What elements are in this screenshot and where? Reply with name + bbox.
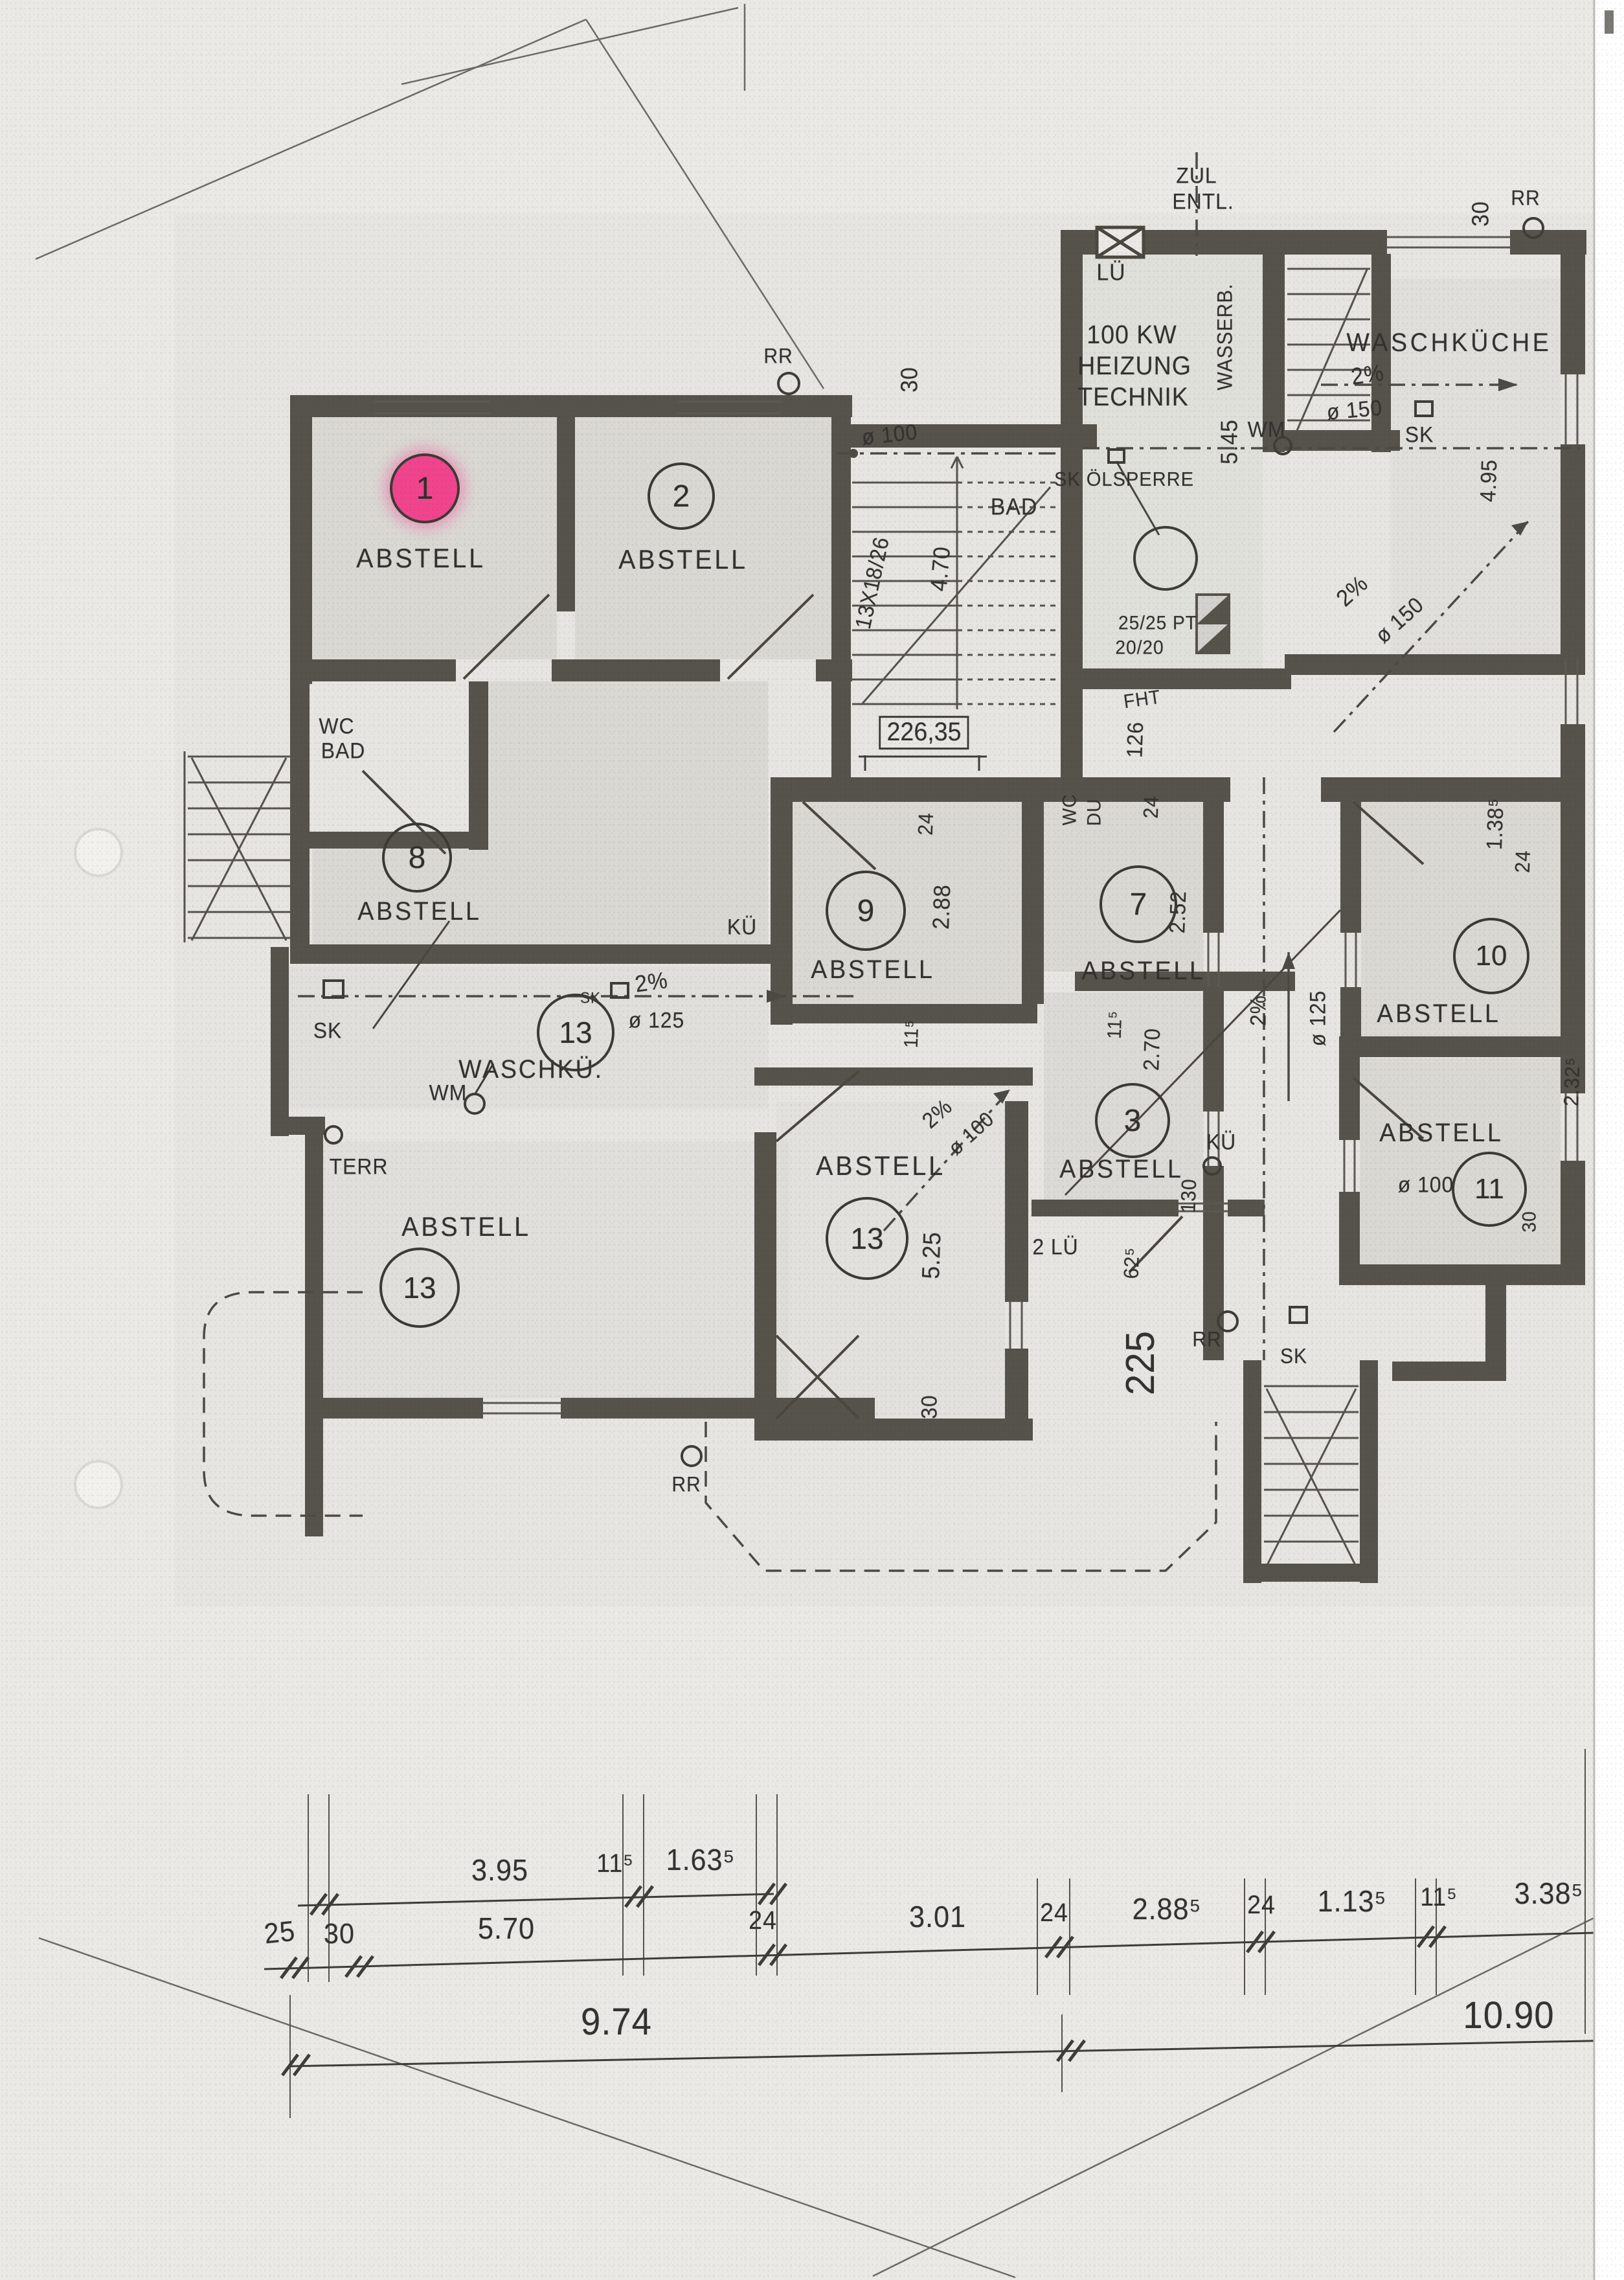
sk-icon [1107, 448, 1125, 464]
sk-icon [1289, 1306, 1308, 1324]
hole-punch [74, 828, 123, 877]
vent-box-icon [1095, 225, 1145, 259]
page-edge [1594, 0, 1624, 2280]
dimension-extension-lines [289, 1749, 1604, 2118]
dimension-lines [264, 1893, 1619, 2068]
wm-icon [1273, 436, 1292, 455]
door-leaves [361, 461, 1425, 1420]
stair-bottom-right [1264, 1385, 1359, 1569]
hole-punch [74, 1460, 123, 1509]
corner-mark [1605, 10, 1614, 34]
rr-pipe-icon [1522, 217, 1544, 239]
windows [374, 236, 1579, 1415]
kue-icon [1202, 1156, 1222, 1176]
column-hatch [1198, 596, 1228, 652]
sk-icon [1414, 400, 1434, 417]
site-boundary-lines [35, 4, 1624, 2279]
sk-icon [610, 982, 629, 999]
elevation-ticks [859, 755, 987, 771]
sk-icon [322, 979, 344, 999]
service-lines [298, 152, 1580, 1360]
bay-outlines [203, 1291, 1217, 1572]
fixture-symbols [322, 217, 1544, 1467]
stair-top-right [1287, 268, 1370, 448]
walls [271, 230, 1586, 1583]
stair-main [852, 456, 1055, 709]
stair-left-exterior [183, 751, 290, 942]
rr-pipe-icon [1217, 1310, 1239, 1332]
hinge-icon [324, 1125, 343, 1145]
oil-separator-icon [1133, 526, 1198, 591]
room-shading [289, 255, 1561, 1419]
rr-pipe-icon [777, 372, 800, 395]
rr-pipe-icon [681, 1445, 703, 1467]
